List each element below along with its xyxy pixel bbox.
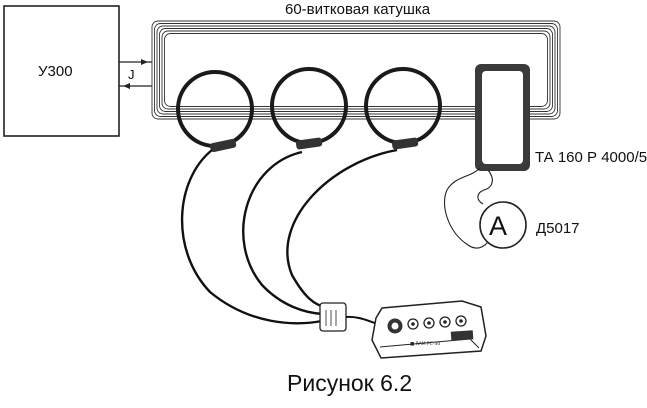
sixty-turn-coil: [151, 20, 561, 120]
figure-caption: Рисунок 6.2: [287, 370, 413, 396]
current-symbol: J: [128, 67, 135, 82]
current-arrows: [123, 59, 148, 89]
source-leads: [119, 61, 152, 87]
current-probe-3: [364, 67, 442, 150]
current-transformer: [475, 64, 530, 171]
ammeter-symbol: A: [489, 211, 508, 241]
source-label: У300: [38, 63, 73, 80]
coil-title: 60-витковая катушка: [285, 1, 431, 18]
current-transformer-label: ТА 160 Р 4000/5: [535, 149, 647, 166]
power-analyzer: [371, 300, 487, 359]
analyzer-brand-label: ■ RAM PC-30: [410, 342, 441, 347]
current-probe-2: [270, 67, 348, 150]
source-box: [3, 5, 120, 137]
current-probe-1: [176, 70, 254, 153]
ammeter: [479, 201, 527, 249]
ammeter-model-label: Д5017: [536, 220, 580, 237]
probe-cables: [180, 148, 398, 325]
cable-splitter: [319, 302, 382, 332]
ct-secondary-wiring: [443, 167, 493, 249]
